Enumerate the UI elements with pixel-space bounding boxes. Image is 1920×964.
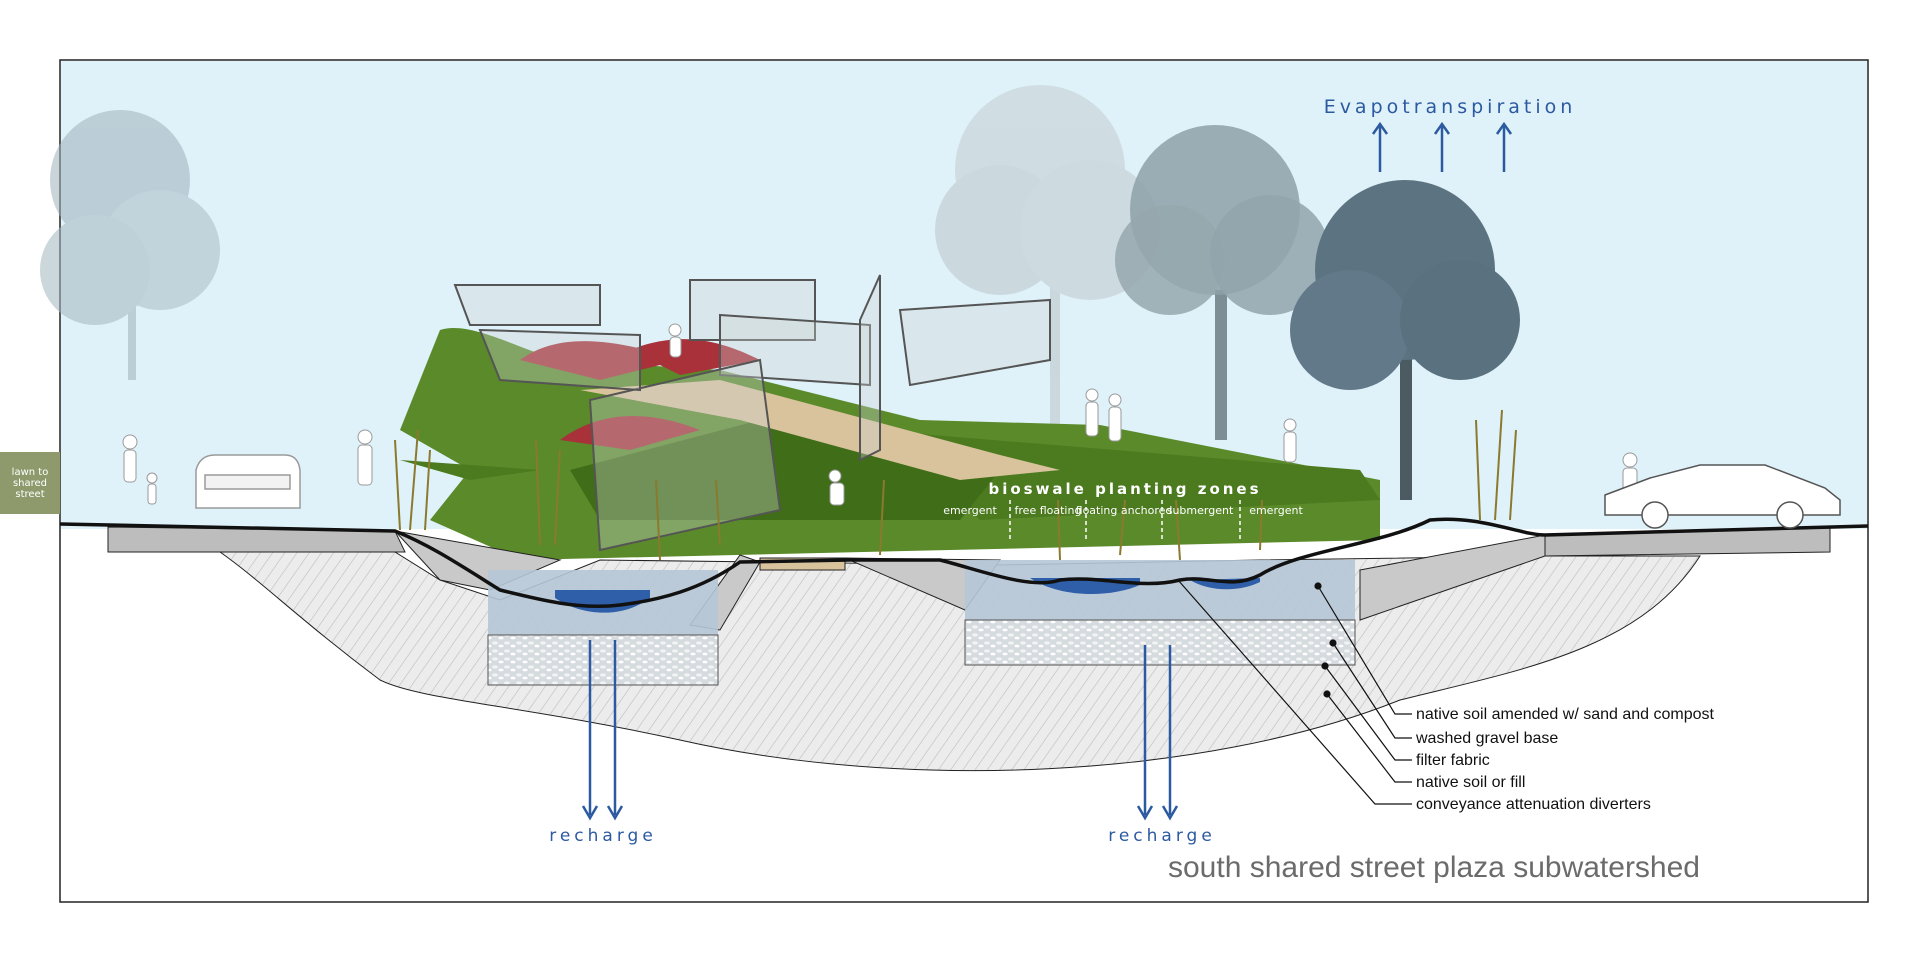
diagram-title: south shared street plaza subwatershed [1168,851,1700,884]
layer-label-gravel-base: washed gravel base [1415,730,1558,747]
layer-label-amended-soil: native soil amended w/ sand and compost [1416,706,1715,723]
leader-lines [1177,579,1412,805]
bioswale-vegetation [394,409,1517,561]
zone-submergent: submergent [1167,504,1234,517]
people-figures [122,323,1638,509]
background-trees [40,85,1160,430]
side-tab-label: lawn to shared street [11,466,49,500]
layer-label-diverters: conveyance attenuation diverters [1416,796,1651,813]
green-landform [400,327,1380,560]
side-tab-lawn-to-shared-street[interactable]: lawn to shared street [0,452,60,514]
evapotranspiration-label: Evapotranspiration [1324,96,1577,118]
basin-right [964,560,1356,666]
layer-label-native-soil: native soil or fill [1416,774,1525,791]
parked-car-left [195,454,301,509]
basin-left [487,557,846,686]
layer-labels: native soil amended w/ sand and compost … [1415,706,1715,813]
recharge-arrows [581,640,1179,821]
zone-emergent-left: emergent [943,504,997,517]
layer-label-filter-fabric: filter fabric [1416,752,1490,769]
evapotranspiration-arrows [1371,121,1513,172]
zone-floating-anchored: floating anchored [1076,504,1173,517]
ground-line [59,517,1869,609]
zone-free-floating: free floating [1015,504,1082,517]
zone-emergent-right: emergent [1249,504,1303,517]
chainlink-structures [453,274,1051,552]
street-surface [107,526,1831,557]
midground-trees [1115,125,1520,500]
recharge-label-left: recharge [549,826,657,846]
bioswale-zones-title: bioswale planting zones [988,480,1261,498]
parked-car-right [1604,464,1841,529]
recharge-label-right: recharge [1108,826,1216,846]
zone-labels: emergent free floating floating anchored… [943,500,1303,540]
